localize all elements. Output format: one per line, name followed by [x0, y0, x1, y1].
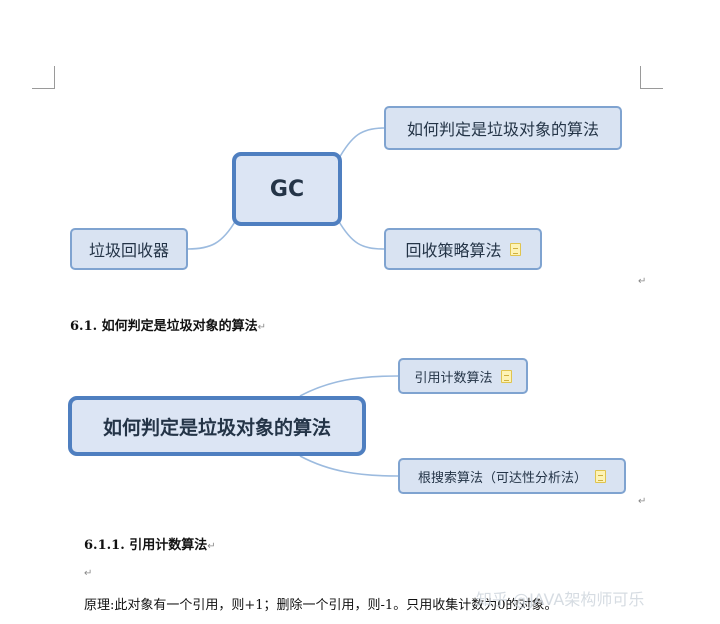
connector-gc-collector	[187, 219, 237, 250]
mindmap-node-garbage-judgement-algorithm[interactable]: 如何判定是垃圾对象的算法	[384, 106, 622, 150]
crop-mark-top-left	[32, 66, 55, 89]
heading-text: 6.1. 如何判定是垃圾对象的算法	[70, 319, 258, 334]
connector-gc-strategy	[337, 219, 385, 250]
node-label: 如何判定是垃圾对象的算法	[406, 120, 599, 139]
central-node-label: GC	[269, 176, 305, 202]
crop-mark-top-right	[640, 66, 663, 89]
node-label: 根搜索算法（可达性分析法）	[417, 470, 587, 486]
paragraph-mark: ↵	[638, 276, 647, 287]
node-label: 回收策略算法	[405, 241, 502, 260]
paragraph-mark: ↵	[84, 568, 93, 579]
connector-gc-algo	[337, 127, 385, 161]
central-node-label: 如何判定是垃圾对象的算法	[102, 416, 331, 439]
paragraph-mark: ↵	[257, 322, 267, 333]
mindmap-central-node-judgement[interactable]: 如何判定是垃圾对象的算法	[68, 396, 366, 456]
note-icon[interactable]	[595, 469, 606, 483]
mindmap-node-reachability-analysis[interactable]: 根搜索算法（可达性分析法）	[398, 458, 626, 494]
heading-6-1-1: 6.1.1. 引用计数算法↵	[84, 534, 216, 553]
body-paragraph-principle: 原理:此对象有一个引用，则+1；删除一个引用，则-1。只用收集计数为0的对象。	[84, 598, 558, 613]
heading-text: 6.1.1. 引用计数算法	[84, 538, 208, 553]
mindmap-central-node-gc[interactable]: GC	[232, 152, 342, 226]
mindmap-node-reference-counting[interactable]: 引用计数算法	[398, 358, 528, 394]
paragraph-mark: ↵	[207, 541, 216, 552]
node-label: 引用计数算法	[414, 370, 493, 386]
watermark: 知乎 @JAVA架构师可乐	[476, 590, 645, 609]
node-label: 垃圾回收器	[88, 241, 169, 260]
paragraph-mark: ↵	[638, 496, 647, 507]
mindmap-node-garbage-collector[interactable]: 垃圾回收器	[70, 228, 188, 270]
connector-algo-reach	[299, 455, 399, 477]
connector-algo-refcount	[299, 375, 399, 397]
mindmap-node-collection-strategy[interactable]: 回收策略算法	[384, 228, 542, 270]
note-icon[interactable]	[500, 369, 512, 383]
note-icon[interactable]	[509, 242, 521, 256]
heading-6-1: 6.1. 如何判定是垃圾对象的算法↵	[70, 315, 266, 334]
